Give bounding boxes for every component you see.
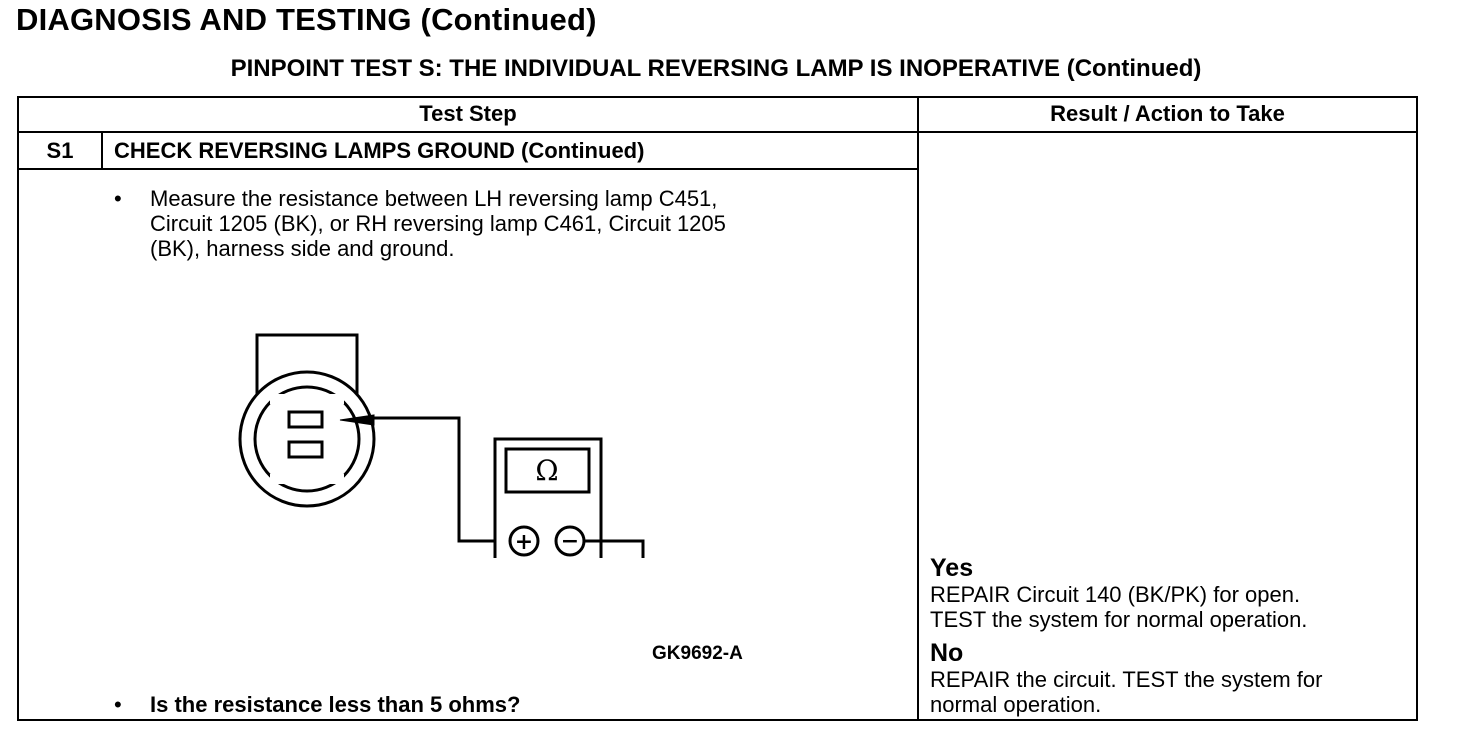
connector-housing — [255, 333, 359, 397]
connector-terminal-upper — [287, 410, 324, 429]
connector-inner-ring — [253, 385, 361, 493]
minus-symbol: − — [561, 528, 579, 554]
positive-test-lead — [374, 416, 511, 543]
result-no-label: No — [930, 639, 964, 667]
result-line: REPAIR Circuit 140 (BK/PK) for open. — [930, 582, 1301, 607]
connector-keyway — [330, 394, 344, 404]
page-title: DIAGNOSIS AND TESTING (Continued) — [16, 2, 597, 37]
step-title-rule — [19, 168, 918, 170]
step-title: CHECK REVERSING LAMPS GROUND (Continued) — [114, 138, 645, 163]
meter-probe-tip — [339, 414, 375, 426]
instruction-line: Circuit 1205 (BK), or RH reversing lamp … — [150, 211, 726, 236]
connector-keyway — [270, 394, 284, 404]
result-yes-label: Yes — [930, 554, 974, 582]
ohm-symbol: Ω — [535, 454, 558, 487]
connector-keyway — [270, 474, 284, 484]
plus-symbol: + — [515, 529, 533, 555]
resistance-test-diagram: Ω + − — [238, 333, 645, 558]
connector-keyway — [330, 474, 344, 484]
ohmmeter-display — [504, 447, 591, 494]
connector-terminal-lower — [287, 440, 324, 459]
instruction-line: (BK), harness side and ground. — [150, 236, 455, 261]
question-bullet: • — [114, 692, 122, 717]
pinpoint-test-table: Test Step Result / Action to Take S1 CHE… — [17, 96, 1418, 721]
negative-test-lead — [584, 539, 645, 558]
result-line: normal operation. — [930, 692, 1102, 717]
column-divider — [917, 98, 919, 719]
instruction-text: Measure the resistance between LH revers… — [150, 186, 726, 261]
instruction-line: Measure the resistance between LH revers… — [150, 186, 718, 211]
header-rule — [19, 131, 1416, 133]
header-test-step: Test Step — [419, 101, 517, 126]
result-yes-action: REPAIR Circuit 140 (BK/PK) for open. TES… — [930, 582, 1307, 632]
instruction-bullet: • — [114, 186, 122, 211]
question-text: Is the resistance less than 5 ohms? — [150, 692, 521, 717]
connector-outer-ring — [238, 370, 376, 508]
result-no-action: REPAIR the circuit. TEST the system for … — [930, 667, 1322, 717]
step-id: S1 — [46, 138, 74, 163]
result-line: REPAIR the circuit. TEST the system for — [930, 667, 1323, 692]
figure-id: GK9692-A — [652, 643, 743, 664]
step-id-divider — [101, 132, 103, 169]
ohmmeter-positive-terminal — [508, 525, 540, 557]
header-result-action: Result / Action to Take — [1050, 101, 1285, 126]
pinpoint-test-title: PINPOINT TEST S: THE INDIVIDUAL REVERSIN… — [230, 55, 1202, 82]
result-line: TEST the system for normal operation. — [930, 607, 1308, 632]
